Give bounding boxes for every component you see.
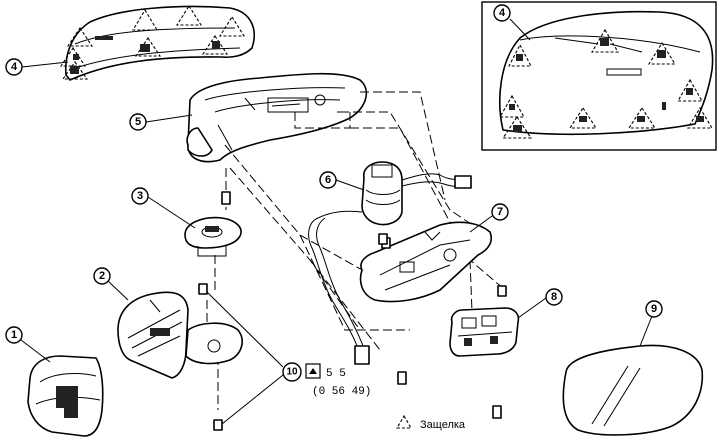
callout-1: 1 xyxy=(5,326,23,344)
callout-7: 7 xyxy=(491,203,509,221)
legend: Защелка xyxy=(396,414,466,431)
screws xyxy=(198,191,507,431)
legend-label: Защелка xyxy=(420,419,466,431)
callout-2: 2 xyxy=(93,267,111,285)
svg-text:1: 1 xyxy=(11,329,17,341)
callout-5: 5 xyxy=(129,113,147,131)
callout-6: 6 xyxy=(319,171,337,189)
part-3-pivot xyxy=(184,216,242,257)
part-5-mirror-housing xyxy=(186,72,368,163)
svg-text:4: 4 xyxy=(11,61,18,73)
svg-text:3: 3 xyxy=(137,190,143,202)
callout-8: 8 xyxy=(545,288,563,306)
part-1-base-cover xyxy=(27,355,104,437)
torque-secondary: (0 56 49) xyxy=(312,386,371,398)
part-8-connector-block xyxy=(449,307,520,357)
torque-value: 5 5 xyxy=(326,368,346,380)
leader-lines xyxy=(20,18,655,425)
inset-callout-4: 4 xyxy=(493,4,511,22)
callout-10: 10 xyxy=(282,362,302,382)
part-9-mirror-glass xyxy=(562,344,704,436)
triangle-dashed-icon xyxy=(396,414,412,429)
svg-text:2: 2 xyxy=(99,270,105,282)
part-2-mirror-base xyxy=(117,291,243,379)
part-4-housing-cover xyxy=(59,4,255,81)
svg-text:10: 10 xyxy=(286,367,298,378)
callout-9: 9 xyxy=(645,300,663,318)
torque-spec: 5 5 (0 56 49) xyxy=(305,363,371,398)
svg-text:8: 8 xyxy=(551,291,557,303)
svg-text:9: 9 xyxy=(651,303,657,315)
svg-text:6: 6 xyxy=(325,174,331,186)
part-6-motor xyxy=(361,161,472,226)
inset-panel xyxy=(481,1,717,151)
part-7-bracket xyxy=(308,210,493,365)
callout-3: 3 xyxy=(131,187,149,205)
svg-text:5: 5 xyxy=(135,116,141,128)
svg-text:4: 4 xyxy=(499,7,506,19)
callout-4: 4 xyxy=(5,58,23,76)
svg-text:7: 7 xyxy=(497,206,503,218)
